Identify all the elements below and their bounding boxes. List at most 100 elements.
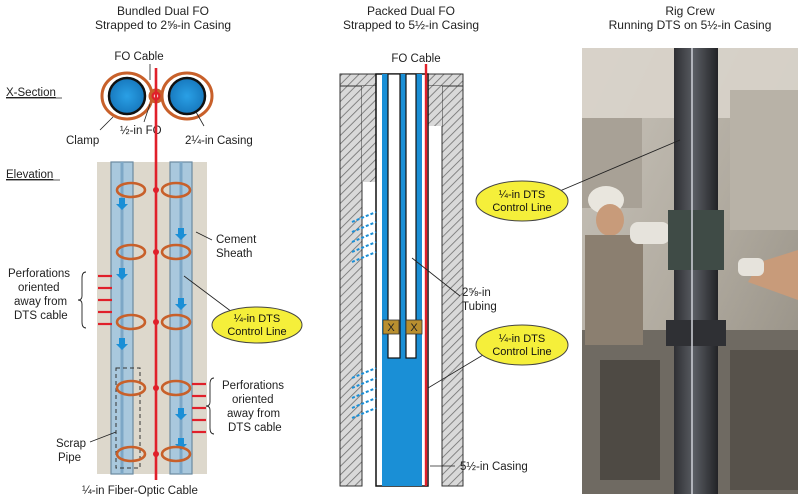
perforation (351, 367, 377, 379)
cement-label-line1: Cement (216, 234, 257, 246)
perforation (351, 387, 377, 399)
photo-machinery (730, 350, 798, 490)
clamp-buckle (153, 187, 159, 193)
perforation (351, 377, 377, 389)
perf-lower-label-line1: Perforations (222, 380, 284, 392)
clamp (115, 243, 147, 261)
casing-pipe (674, 48, 718, 494)
panel-title-line1: Packed Dual FO (367, 4, 455, 18)
leader-line (195, 111, 205, 127)
elevation-heading: Elevation (6, 169, 53, 181)
perforation (351, 221, 377, 233)
leader-line (427, 351, 489, 389)
perforations-lower (192, 382, 206, 434)
bracket (77, 271, 87, 329)
casing-label: 5½-in Casing (460, 461, 528, 473)
leader-line (89, 431, 117, 443)
rig-crew-photo: ¼-in DTS Control Line (475, 48, 798, 494)
scrap-pipe-outline (115, 367, 141, 469)
glove (630, 222, 670, 244)
perf-upper-label-line2: oriented (18, 282, 60, 294)
packer-mark: X (410, 322, 418, 334)
callout-text-line1: ¼-in DTS (499, 333, 545, 345)
worker-body (585, 235, 643, 345)
conductor-right (428, 86, 442, 126)
clamp (160, 181, 192, 199)
fo-size-label: ½-in FO (120, 125, 162, 137)
casing-cross-section-left (107, 76, 147, 116)
perforation (351, 241, 377, 253)
perf-lower-label-line4: DTS cable (228, 422, 282, 434)
scrap-label-line2: Pipe (58, 452, 81, 464)
leader-line (99, 116, 114, 131)
casing-size-label: 2¼-in Casing (185, 135, 253, 147)
clamp-label: Clamp (66, 135, 99, 147)
cement-label-line2: Sheath (216, 248, 252, 260)
leader-line (143, 103, 151, 123)
photo-machinery (600, 360, 660, 480)
perf-upper-label-line3: away from (14, 296, 67, 308)
packer-left (382, 319, 400, 335)
panel-title-line1: Rig Crew (665, 4, 715, 18)
x-section-diagram: FO Cable X-Section Clamp ½-in FO 2¼-in C… (6, 51, 253, 147)
flow-arrow (116, 268, 128, 280)
formation-left (339, 85, 363, 487)
panel-title-line2: Running DTS on 5½-in Casing (609, 18, 772, 32)
photo-structure (730, 90, 798, 230)
leader-line (195, 231, 213, 241)
perforation (351, 397, 377, 409)
clamp (115, 379, 147, 397)
worker-face (596, 204, 624, 236)
tubing-label-line2: Tubing (462, 301, 497, 313)
callout-bubble (211, 306, 303, 344)
elevation-diagram: Elevation (6, 68, 303, 497)
panel-header-bundled: Bundled Dual FO Strapped to 2⅝-in Casing (95, 4, 231, 32)
x-section-heading: X-Section (6, 87, 56, 99)
perforations-upper (351, 211, 377, 263)
perforations-lower (351, 367, 377, 419)
clamp-buckle (153, 451, 159, 457)
clamp-buckles (153, 187, 159, 457)
pipe-clamp (668, 210, 724, 270)
casing-cross-section-right (167, 76, 207, 116)
panel-header-rig: Rig Crew Running DTS on 5½-in Casing (609, 4, 772, 32)
perf-lower-label-line3: away from (227, 408, 280, 420)
tubing-string (405, 73, 417, 359)
clamp-buckle (153, 249, 159, 255)
flow-arrow (175, 228, 187, 240)
perf-lower-label-line2: oriented (232, 394, 274, 406)
perf-upper-label-line1: Perforations (8, 268, 70, 280)
callout-text-line1: ¼-in DTS (234, 313, 280, 325)
scrap-label-line1: Scrap (56, 438, 86, 450)
flow-arrow (175, 298, 187, 310)
conductor-left (362, 86, 376, 182)
clamp (115, 181, 147, 199)
leader-line (411, 257, 461, 297)
flow-arrow (116, 338, 128, 350)
formation-right (441, 85, 464, 487)
bracket (205, 377, 215, 435)
perforation (351, 211, 377, 223)
clamp (160, 379, 192, 397)
callout-text-line2: Control Line (492, 202, 551, 214)
clamps (115, 181, 192, 463)
fo-cable-label: FO Cable (114, 51, 163, 63)
packed-dual-fo-diagram: FO Cable X X (339, 53, 569, 487)
clamp (160, 313, 192, 331)
callout-text-line1: ¼-in DTS (499, 189, 545, 201)
pipe-coupling (666, 320, 726, 346)
callout-bubble (475, 180, 569, 222)
perforations-upper (98, 274, 112, 326)
callout-bubble (475, 324, 569, 366)
panel-title-line1: Bundled Dual FO (117, 4, 209, 18)
perf-upper-label-line4: DTS cable (14, 310, 68, 322)
fo-cable-label: FO Cable (391, 53, 440, 65)
perforation (351, 407, 377, 419)
perforation (351, 231, 377, 243)
packer-right (405, 319, 423, 335)
panel-title-line2: Strapped to 5½-in Casing (343, 18, 479, 32)
perforation (351, 251, 377, 263)
clamp (160, 243, 192, 261)
clamp-buckle (153, 319, 159, 325)
